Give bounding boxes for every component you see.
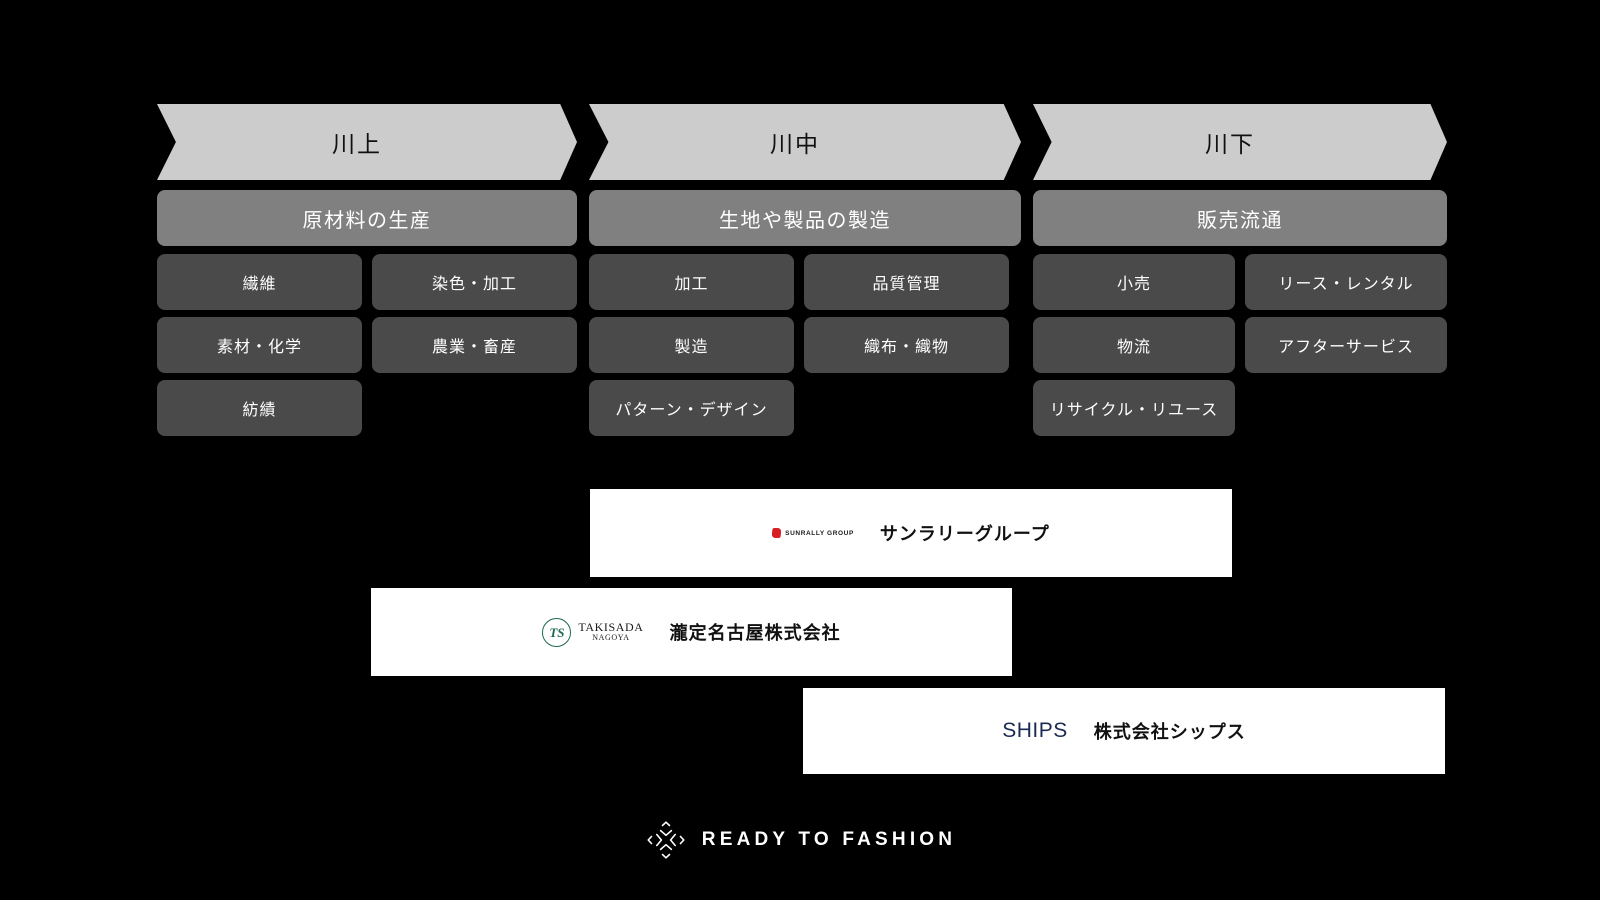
chain-tile[interactable]: アフターサービス [1245, 317, 1447, 373]
sunrally-mark-icon [771, 528, 782, 538]
company-card-content: TS TAKISADA NAGOYA 瀧定名古屋株式会社 [542, 617, 841, 647]
stage-banner-label: 川中 [770, 131, 820, 157]
chain-tile[interactable]: 製造 [589, 317, 794, 373]
company-card-takisada[interactable]: TS TAKISADA NAGOYA 瀧定名古屋株式会社 [371, 588, 1012, 676]
category-bar-midstream: 生地や製品の製造 [589, 190, 1021, 246]
chain-tile[interactable]: パターン・デザイン [589, 380, 794, 436]
company-name: サンラリーグループ [879, 524, 1050, 544]
tile-group-midstream: 加工 品質管理 製造 織布・織物 パターン・デザイン [589, 254, 1021, 436]
category-bar-label: 生地や製品の製造 [719, 209, 891, 232]
chain-column-midstream: 川中 生地や製品の製造 加工 品質管理 製造 織布・織物 パターン・デザイン [589, 104, 1021, 449]
stage-banner-label: 川上 [332, 131, 382, 157]
takisada-monogram-icon: TS [542, 617, 572, 647]
chain-tile[interactable]: 繊維 [157, 254, 362, 310]
category-bar-label: 販売流通 [1197, 209, 1283, 232]
chain-tile[interactable]: 加工 [589, 254, 794, 310]
tile-group-upstream: 繊維 染色・加工 素材・化学 農業・畜産 紡績 [157, 254, 577, 436]
company-name: 株式会社シップス [1093, 722, 1246, 742]
chain-tile[interactable]: 紡績 [157, 380, 362, 436]
stage-banner-upstream: 川上 [157, 104, 577, 180]
chain-tile[interactable]: 品質管理 [804, 254, 1009, 310]
takisada-logo-text: TAKISADA NAGOYA [578, 620, 644, 643]
supply-chain-diagram: 川上 原材料の生産 繊維 染色・加工 素材・化学 農業・畜産 紡績 川中 生地や… [157, 104, 1447, 449]
takisada-logo-text-main: TAKISADA [578, 620, 644, 634]
sunrally-logo-text: SUNRALLY GROUP [785, 529, 854, 537]
sunrally-logo-icon: SUNRALLY GROUP [771, 528, 854, 538]
takisada-logo-text-sub: NAGOYA [592, 633, 630, 643]
stage-banner-midstream: 川中 [589, 104, 1021, 180]
company-card-sunrally[interactable]: SUNRALLY GROUP サンラリーグループ [590, 489, 1232, 577]
ready-to-fashion-mark-icon [644, 818, 688, 862]
company-card-ships[interactable]: SHIPS 株式会社シップス [803, 688, 1445, 774]
chain-tile[interactable]: 農業・畜産 [372, 317, 577, 373]
ready-to-fashion-wordmark: READY TO FASHION [701, 829, 957, 850]
chain-tile[interactable]: 素材・化学 [157, 317, 362, 373]
chain-tile[interactable]: リサイクル・リユース [1033, 380, 1235, 436]
tile-group-downstream: 小売 リース・レンタル 物流 アフターサービス リサイクル・リユース [1033, 254, 1447, 436]
chain-tile[interactable]: リース・レンタル [1245, 254, 1447, 310]
company-card-content: SHIPS 株式会社シップス [1002, 718, 1246, 744]
takisada-logo-icon: TS TAKISADA NAGOYA [542, 617, 644, 647]
chain-column-downstream: 川下 販売流通 小売 リース・レンタル 物流 アフターサービス リサイクル・リユ… [1033, 104, 1447, 449]
stage-banner-downstream: 川下 [1033, 104, 1447, 180]
category-bar-label: 原材料の生産 [302, 209, 432, 232]
stage-banner-label: 川下 [1205, 131, 1255, 157]
chain-tile[interactable]: 織布・織物 [804, 317, 1009, 373]
company-card-content: SUNRALLY GROUP サンラリーグループ [771, 520, 1050, 546]
company-name: 瀧定名古屋株式会社 [669, 623, 841, 643]
chain-tile[interactable]: 染色・加工 [372, 254, 577, 310]
ships-logo-icon: SHIPS [1002, 719, 1068, 742]
category-bar-upstream: 原材料の生産 [157, 190, 577, 246]
category-bar-downstream: 販売流通 [1033, 190, 1447, 246]
chain-tile[interactable]: 小売 [1033, 254, 1235, 310]
footer-branding: READY TO FASHION [0, 818, 1600, 862]
chain-tile[interactable]: 物流 [1033, 317, 1235, 373]
chain-column-upstream: 川上 原材料の生産 繊維 染色・加工 素材・化学 農業・畜産 紡績 [157, 104, 577, 449]
